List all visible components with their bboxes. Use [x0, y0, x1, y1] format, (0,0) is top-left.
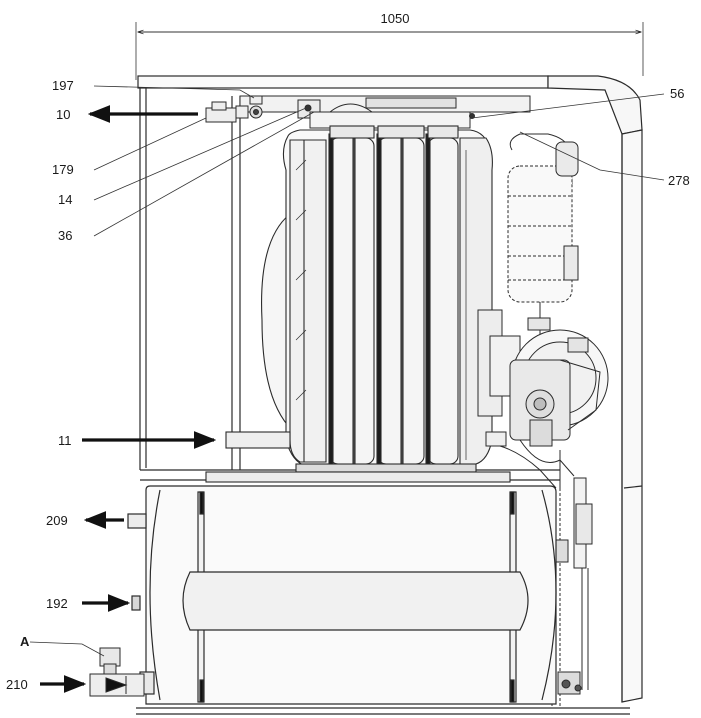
callout-a: A — [20, 634, 30, 649]
callout-209: 209 — [46, 513, 68, 528]
top-manifold — [239, 95, 531, 129]
callout-179: 179 — [52, 162, 74, 177]
flow-arrows — [40, 105, 217, 693]
burner-assembly — [477, 309, 609, 490]
overall-width-dimension: 1050 — [135, 11, 644, 80]
callout-leaders — [29, 85, 665, 657]
callout-192: 192 — [46, 596, 68, 611]
hot-water-cylinder — [127, 485, 557, 705]
callout-36: 36 — [58, 228, 72, 243]
callout-278: 278 — [668, 173, 690, 188]
flow-connection-valve — [205, 95, 263, 123]
drain-valve — [89, 647, 145, 697]
callout-10: 10 — [56, 107, 70, 122]
heat-exchanger-sections — [205, 125, 511, 483]
callout-210: 210 — [6, 677, 28, 692]
callout-56: 56 — [670, 86, 684, 101]
callout-labels: 197 10 179 14 36 56 278 11 209 192 A 210 — [6, 78, 690, 692]
dimension-width-label: 1050 — [381, 11, 410, 26]
callout-11: 11 — [58, 433, 72, 448]
callout-14: 14 — [58, 192, 72, 207]
callout-197: 197 — [52, 78, 74, 93]
expansion-vessel — [507, 133, 579, 340]
